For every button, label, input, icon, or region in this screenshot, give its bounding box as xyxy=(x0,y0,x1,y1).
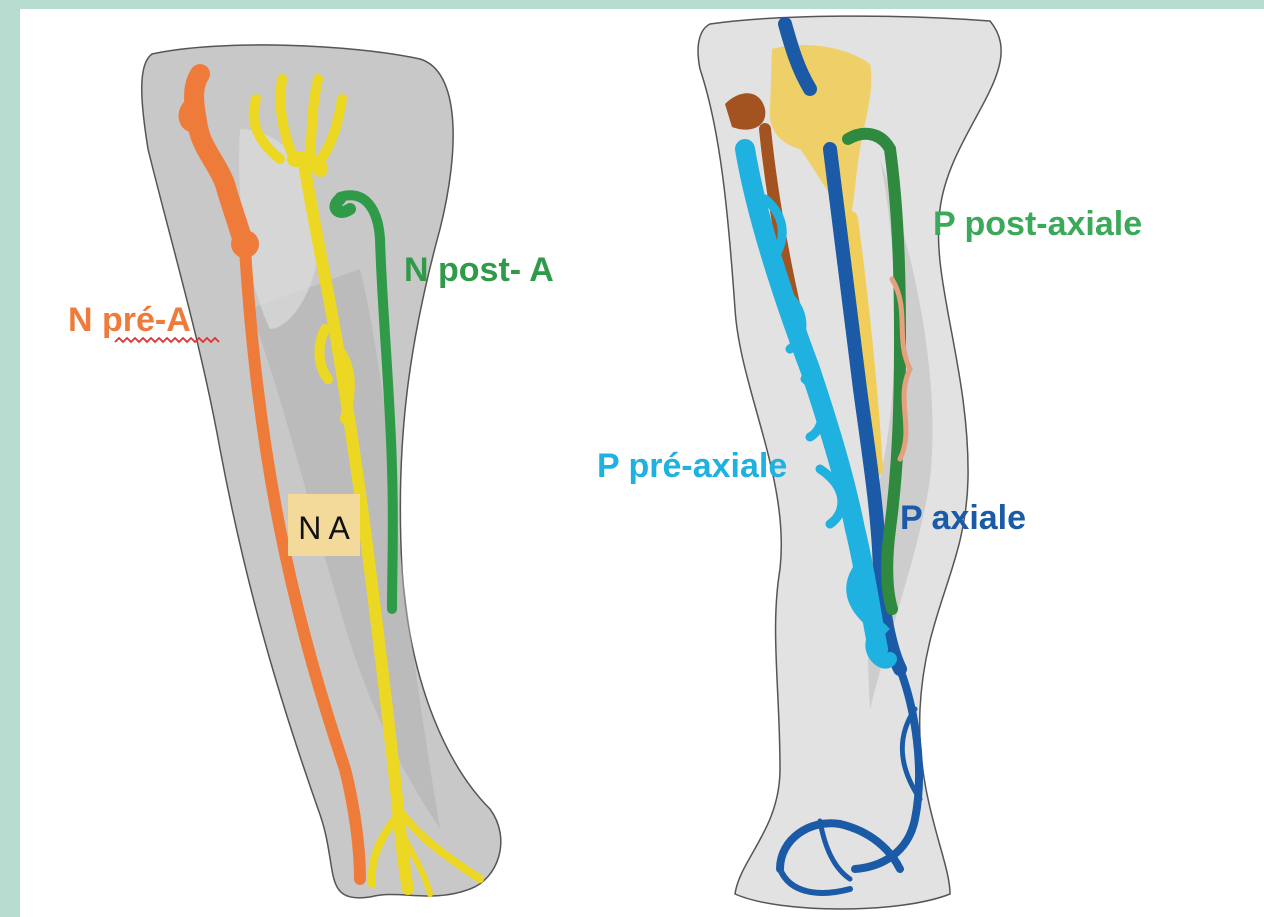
left-limb: N pré-A N post- A N A xyxy=(68,45,554,898)
axial-vessel-label: P axiale xyxy=(900,499,1026,537)
pre-axial-nerve-label: N pré-A xyxy=(68,301,191,339)
post-axial-nerve-label: N post- A xyxy=(404,251,554,289)
limb-vascular-nerve-diagram: N pré-A N post- A N A xyxy=(20,9,1264,917)
post-axial-vessel-label: P post-axiale xyxy=(933,205,1142,243)
right-limb: P post-axiale P pré-axiale P axiale xyxy=(597,16,1142,909)
pre-axial-vessel-label: P pré-axiale xyxy=(597,447,787,485)
figure-panel: N pré-A N post- A N A xyxy=(20,9,1264,917)
axial-nerve-label: N A xyxy=(298,510,350,546)
